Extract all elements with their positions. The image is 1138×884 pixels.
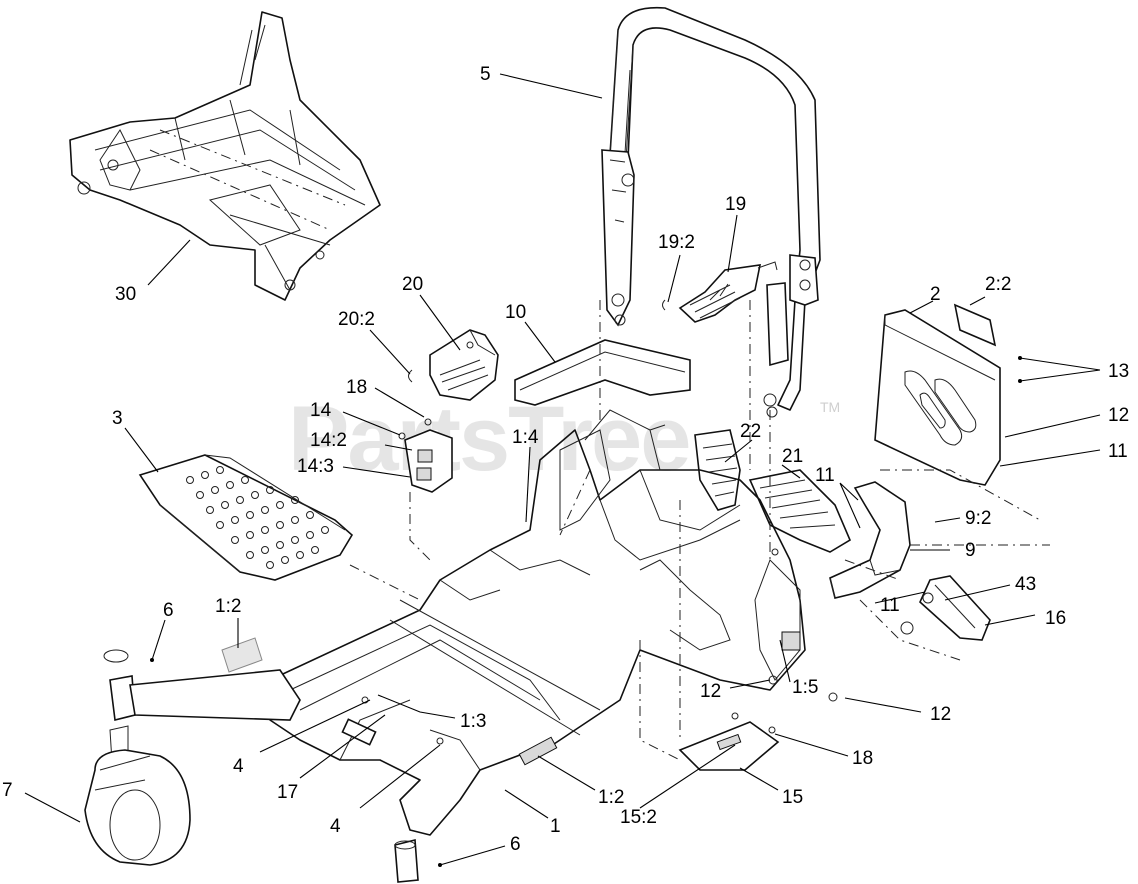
callout-17[interactable]: 17 bbox=[277, 782, 298, 803]
part-1-main-frame[interactable] bbox=[269, 409, 838, 836]
callout-7[interactable]: 7 bbox=[2, 780, 13, 801]
callout-1-4[interactable]: 1:4 bbox=[512, 427, 539, 448]
callout-13[interactable]: 13 bbox=[1108, 361, 1129, 382]
callout-11b[interactable]: 11 bbox=[815, 465, 835, 486]
decal-1-2[interactable] bbox=[221, 637, 263, 673]
leader-dots bbox=[150, 356, 1022, 867]
part-10-panel[interactable] bbox=[514, 339, 691, 406]
callout-12b[interactable]: 12 bbox=[700, 681, 721, 702]
callout-15[interactable]: 15 bbox=[782, 787, 803, 808]
part-15-plate[interactable] bbox=[678, 721, 780, 771]
part-19-latch-bracket[interactable] bbox=[662, 261, 778, 323]
watermark-text: PartsTree bbox=[288, 388, 689, 490]
callout-1-2b[interactable]: 1:2 bbox=[598, 787, 624, 808]
callout-43[interactable]: 43 bbox=[1015, 574, 1036, 595]
floor-plate-holes bbox=[186, 466, 329, 569]
part-21-panel[interactable] bbox=[748, 469, 852, 553]
callout-10[interactable]: 10 bbox=[505, 302, 526, 323]
callout-3[interactable]: 3 bbox=[112, 408, 123, 429]
callout-4b[interactable]: 4 bbox=[330, 816, 341, 837]
callout-16[interactable]: 16 bbox=[1045, 608, 1066, 629]
callout-15-2[interactable]: 15:2 bbox=[620, 807, 657, 828]
callout-12a[interactable]: 12 bbox=[1108, 405, 1129, 426]
part-22-panel[interactable] bbox=[694, 429, 741, 511]
callout-6b[interactable]: 6 bbox=[510, 834, 521, 855]
callout-1-3[interactable]: 1:3 bbox=[460, 711, 486, 732]
callout-19[interactable]: 19 bbox=[725, 194, 746, 215]
callout-1-2a[interactable]: 1:2 bbox=[215, 596, 241, 617]
callout-14-3[interactable]: 14:3 bbox=[297, 456, 334, 477]
callout-14[interactable]: 14 bbox=[310, 400, 332, 421]
part-2-plate[interactable] bbox=[874, 303, 1001, 486]
callout-11c[interactable]: 11 bbox=[880, 595, 900, 616]
callout-12c[interactable]: 12 bbox=[930, 704, 951, 725]
part-9-bumper[interactable] bbox=[829, 481, 911, 599]
part-14-bracket[interactable] bbox=[398, 418, 453, 493]
callout-6a[interactable]: 6 bbox=[163, 600, 174, 621]
callout-20-2[interactable]: 20:2 bbox=[338, 309, 375, 330]
part-5-roll-bar[interactable] bbox=[601, 6, 821, 418]
callout-19-2[interactable]: 19:2 bbox=[658, 232, 695, 253]
part-20-bracket[interactable] bbox=[408, 329, 499, 401]
callout-2-2[interactable]: 2:2 bbox=[985, 274, 1011, 295]
callout-22[interactable]: 22 bbox=[740, 421, 761, 442]
callout-18a[interactable]: 18 bbox=[346, 377, 367, 398]
watermark-trademark: TM bbox=[820, 399, 840, 415]
callout-4a[interactable]: 4 bbox=[233, 756, 244, 777]
callout-30[interactable]: 30 bbox=[115, 284, 136, 305]
callout-5[interactable]: 5 bbox=[480, 64, 491, 85]
callout-18b[interactable]: 18 bbox=[852, 748, 873, 769]
part-16-clip[interactable] bbox=[900, 575, 991, 641]
callout-1[interactable]: 1 bbox=[550, 816, 561, 837]
callout-9[interactable]: 9 bbox=[965, 540, 976, 561]
part-30-lift-assembly[interactable] bbox=[69, 11, 381, 301]
leader-lines bbox=[24, 73, 1101, 866]
callout-21[interactable]: 21 bbox=[782, 446, 803, 467]
callout-labels: 5 30 19 19:2 20 20:2 10 18 14 14:2 14:3 … bbox=[2, 64, 1129, 855]
part-3-floor-plate[interactable] bbox=[138, 454, 354, 581]
callout-2[interactable]: 2 bbox=[930, 284, 941, 305]
callout-20[interactable]: 20 bbox=[402, 274, 423, 295]
callout-9-2[interactable]: 9:2 bbox=[965, 508, 991, 529]
part-7-caster-wheel[interactable] bbox=[84, 649, 419, 883]
callout-11a[interactable]: 11 bbox=[1108, 441, 1128, 462]
callout-1-5[interactable]: 1:5 bbox=[792, 677, 818, 698]
callout-14-2[interactable]: 14:2 bbox=[310, 430, 347, 451]
